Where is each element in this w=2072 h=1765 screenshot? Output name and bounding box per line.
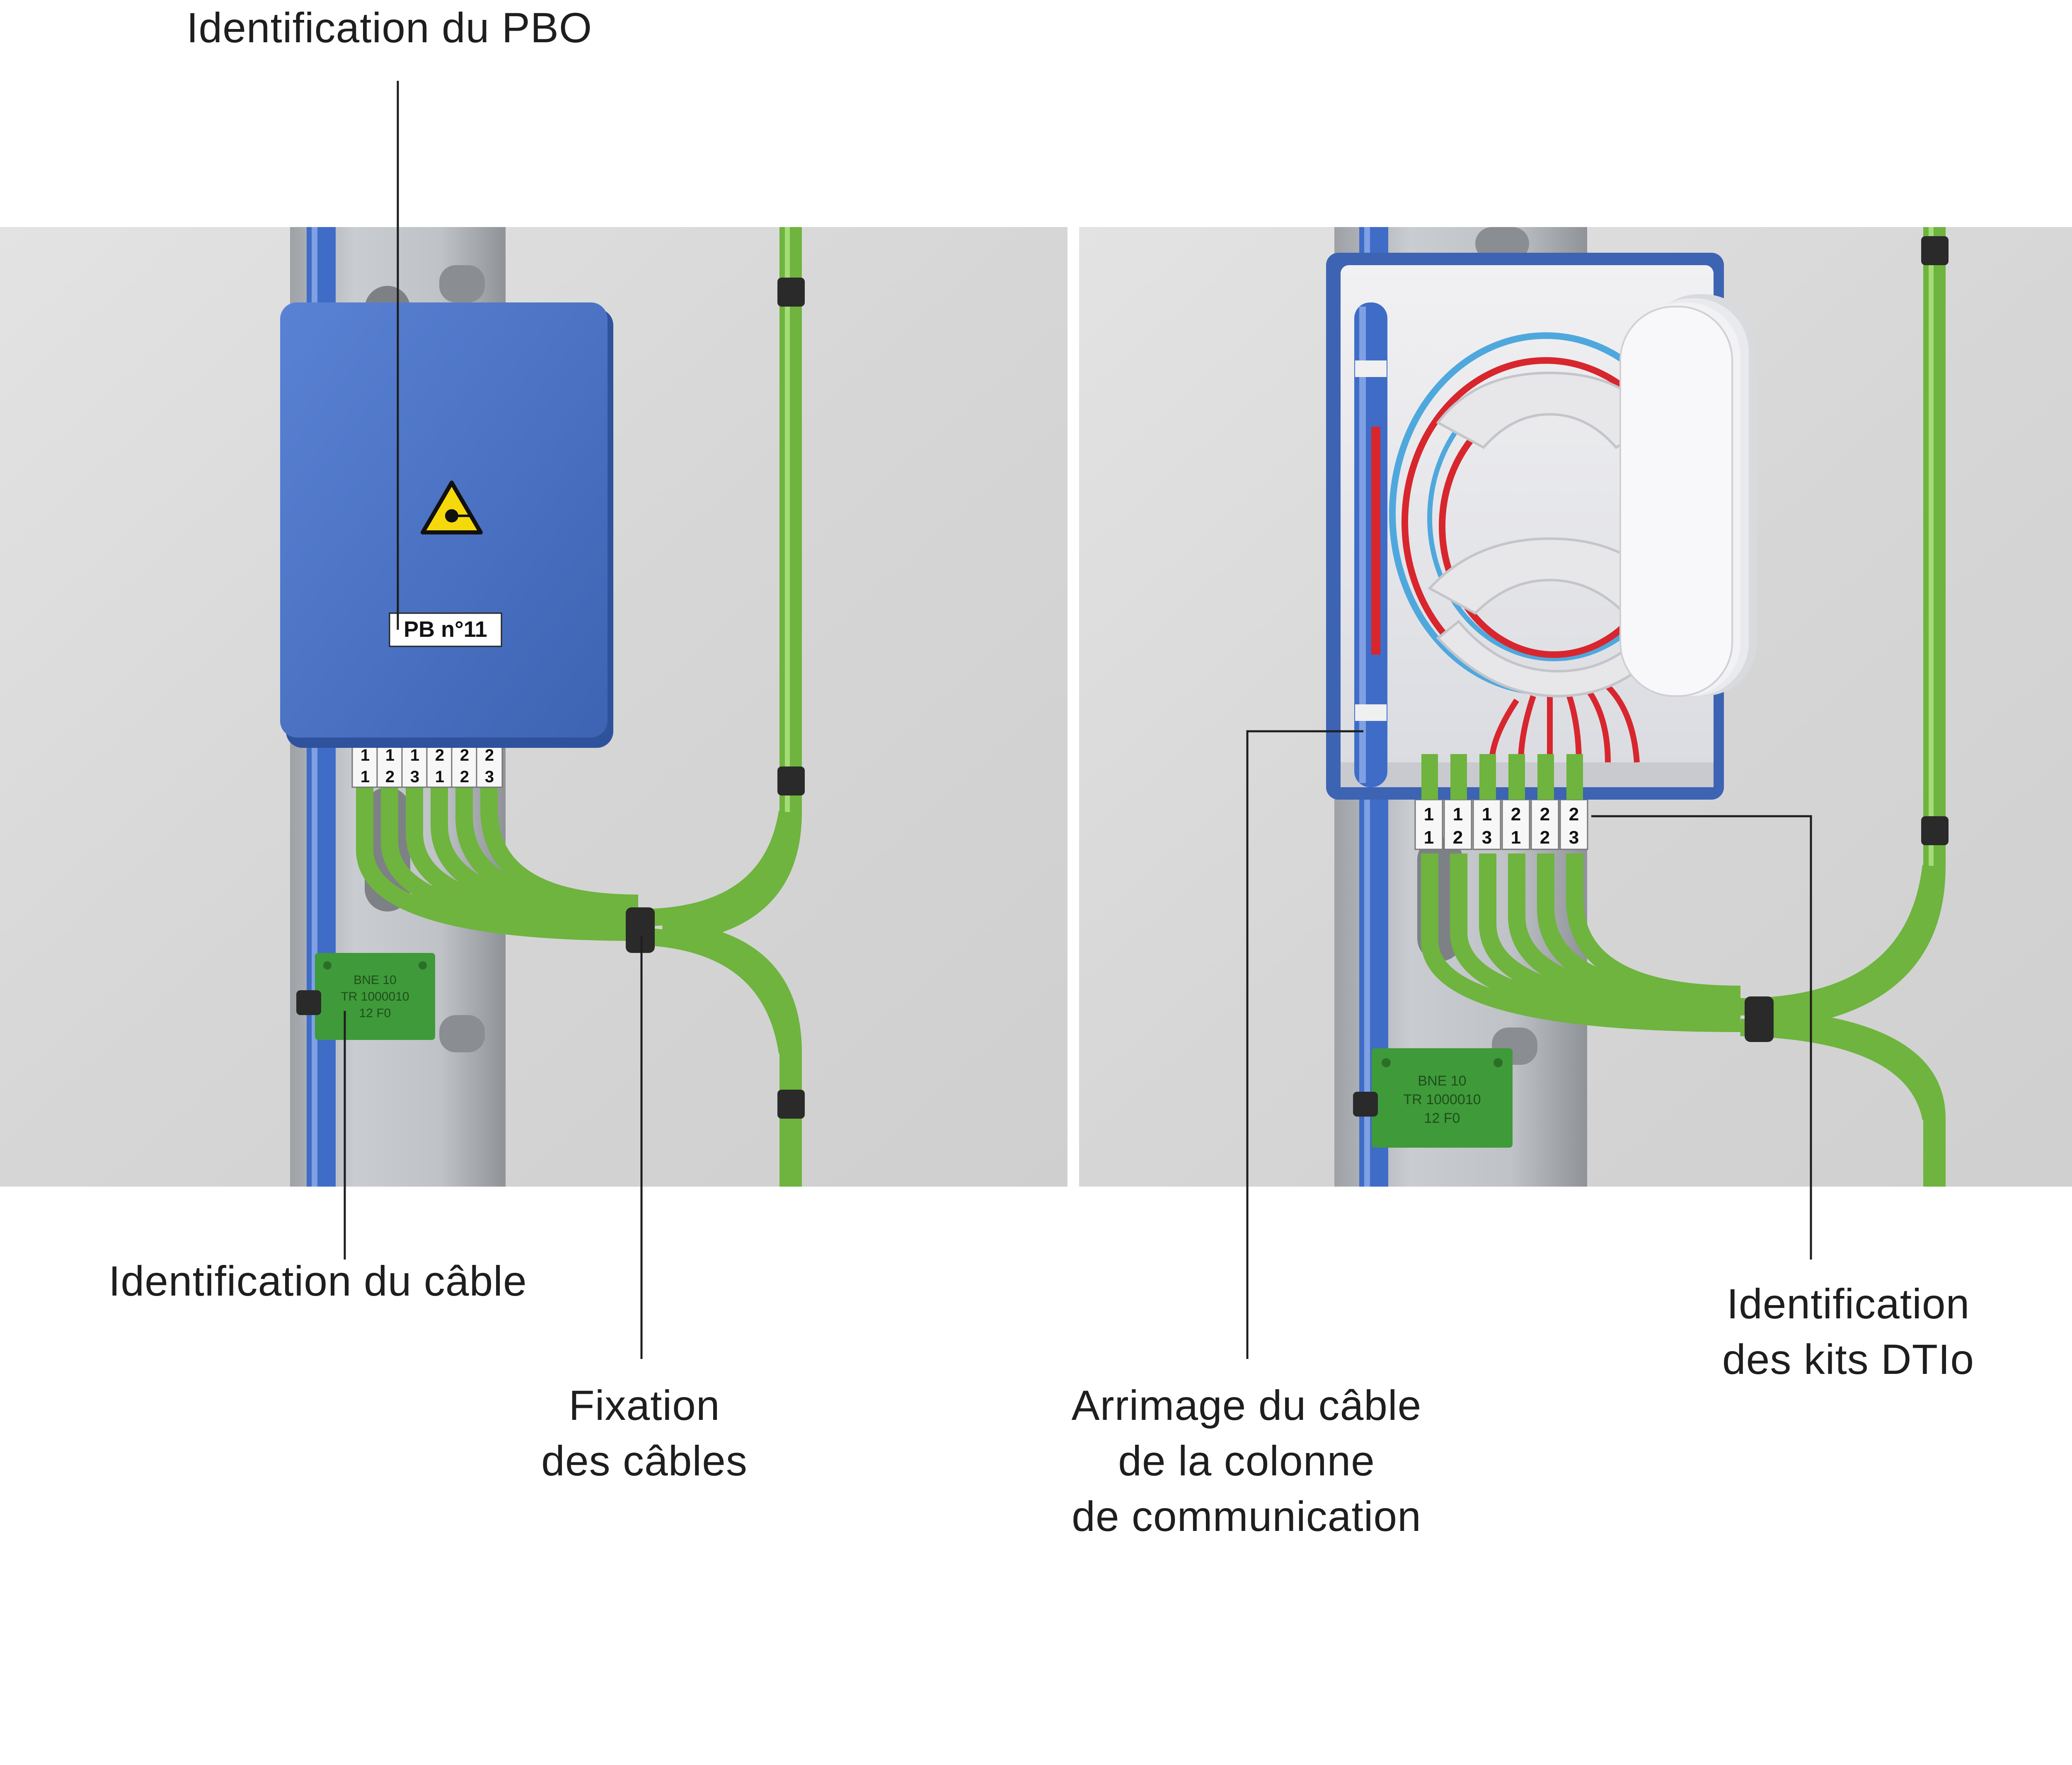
left-cable-tag: BNE 10 TR 1000010 12 F0 bbox=[296, 953, 435, 1040]
port-label-bottom: 2 bbox=[1540, 827, 1550, 848]
cable-clip bbox=[777, 278, 805, 307]
cable-bundle-clip bbox=[626, 907, 655, 953]
conduit-strap bbox=[1355, 360, 1387, 377]
cable-tag-line: 12 F0 bbox=[1424, 1110, 1460, 1126]
port-label-top: 2 bbox=[1511, 804, 1521, 824]
cable-bundle-clip bbox=[1745, 996, 1774, 1042]
pbo-id-label bbox=[389, 612, 502, 647]
splice-cassettes bbox=[1619, 294, 1757, 697]
cable-clip bbox=[777, 766, 805, 795]
leader-arrimage bbox=[1246, 730, 1363, 1359]
port-label-bottom: 3 bbox=[1482, 827, 1492, 848]
port-label-bottom: 1 bbox=[361, 768, 370, 786]
caption-pbo-id: Identification du PBO bbox=[186, 4, 593, 51]
port-label-top: 2 bbox=[485, 746, 494, 764]
port-label-bottom: 3 bbox=[1569, 827, 1579, 848]
port-label-top: 2 bbox=[460, 746, 469, 764]
right-drop-cables bbox=[1421, 853, 1940, 1121]
caption-fixation: Fixation des câbles bbox=[541, 1382, 748, 1485]
pbo-box: PB n°11 bbox=[280, 302, 613, 748]
leader-lines bbox=[344, 81, 1812, 1359]
cable-tag-line: BNE 10 bbox=[353, 973, 396, 987]
port-label-bottom: 2 bbox=[460, 768, 469, 786]
caption-cable-id: Identification du câble bbox=[109, 1257, 527, 1305]
port-label-top: 2 bbox=[1569, 804, 1579, 824]
port-label-top: 1 bbox=[385, 746, 395, 764]
port-label-bottom: 2 bbox=[1453, 827, 1463, 848]
conduit-strap bbox=[1355, 704, 1387, 721]
port-label-top: 2 bbox=[1540, 804, 1550, 824]
port-label-top: 1 bbox=[1424, 804, 1434, 824]
cable-tag-line: 12 F0 bbox=[359, 1006, 391, 1020]
port-label-top: 1 bbox=[361, 746, 370, 764]
port-label-bottom: 1 bbox=[1511, 827, 1521, 848]
cable-clip bbox=[777, 1090, 805, 1119]
right-port-labels: 1 1 1 2 1 3 2 1 2 2 2 3 bbox=[1414, 799, 1588, 850]
cable-clip bbox=[1921, 236, 1949, 265]
port-label-top: 1 bbox=[1482, 804, 1492, 824]
port-label-bottom: 1 bbox=[435, 768, 444, 786]
right-box-ports bbox=[1421, 754, 1583, 800]
port-label-bottom: 2 bbox=[385, 768, 395, 786]
port-label-top: 1 bbox=[410, 746, 419, 764]
pbo-id-text: PB n°11 bbox=[404, 617, 487, 642]
right-cable-tag: BNE 10 TR 1000010 12 F0 bbox=[1353, 1048, 1513, 1148]
port-label-bottom: 3 bbox=[410, 768, 419, 786]
open-pbo-box bbox=[1326, 253, 1757, 800]
cable-tag-line: TR 1000010 bbox=[1403, 1092, 1481, 1107]
laser-warning-icon bbox=[421, 481, 483, 534]
port-label-bottom: 3 bbox=[485, 768, 494, 786]
caption-arrimage: Arrimage du câble de la colonne de commu… bbox=[1071, 1382, 1422, 1540]
cable-tag-line: BNE 10 bbox=[1418, 1073, 1466, 1089]
right-panel: 1 1 1 2 1 3 2 1 2 2 2 3 bbox=[1079, 227, 2072, 1187]
cable-tag-line: TR 1000010 bbox=[341, 990, 409, 1003]
left-drop-cables bbox=[356, 787, 796, 1054]
left-panel: 1 1 1 2 1 3 2 1 2 2 2 3 PB n°11 bbox=[0, 227, 1067, 1187]
port-label-bottom: 1 bbox=[1424, 827, 1434, 848]
leader-dtio bbox=[1591, 815, 1812, 1260]
port-label-top: 2 bbox=[435, 746, 444, 764]
left-port-labels: 1 1 1 2 1 3 2 1 2 2 2 3 bbox=[351, 741, 503, 788]
cable-clip bbox=[1921, 816, 1949, 845]
caption-dtio-id: Identification des kits DTIo bbox=[1722, 1280, 1975, 1383]
port-label-top: 1 bbox=[1453, 804, 1463, 824]
